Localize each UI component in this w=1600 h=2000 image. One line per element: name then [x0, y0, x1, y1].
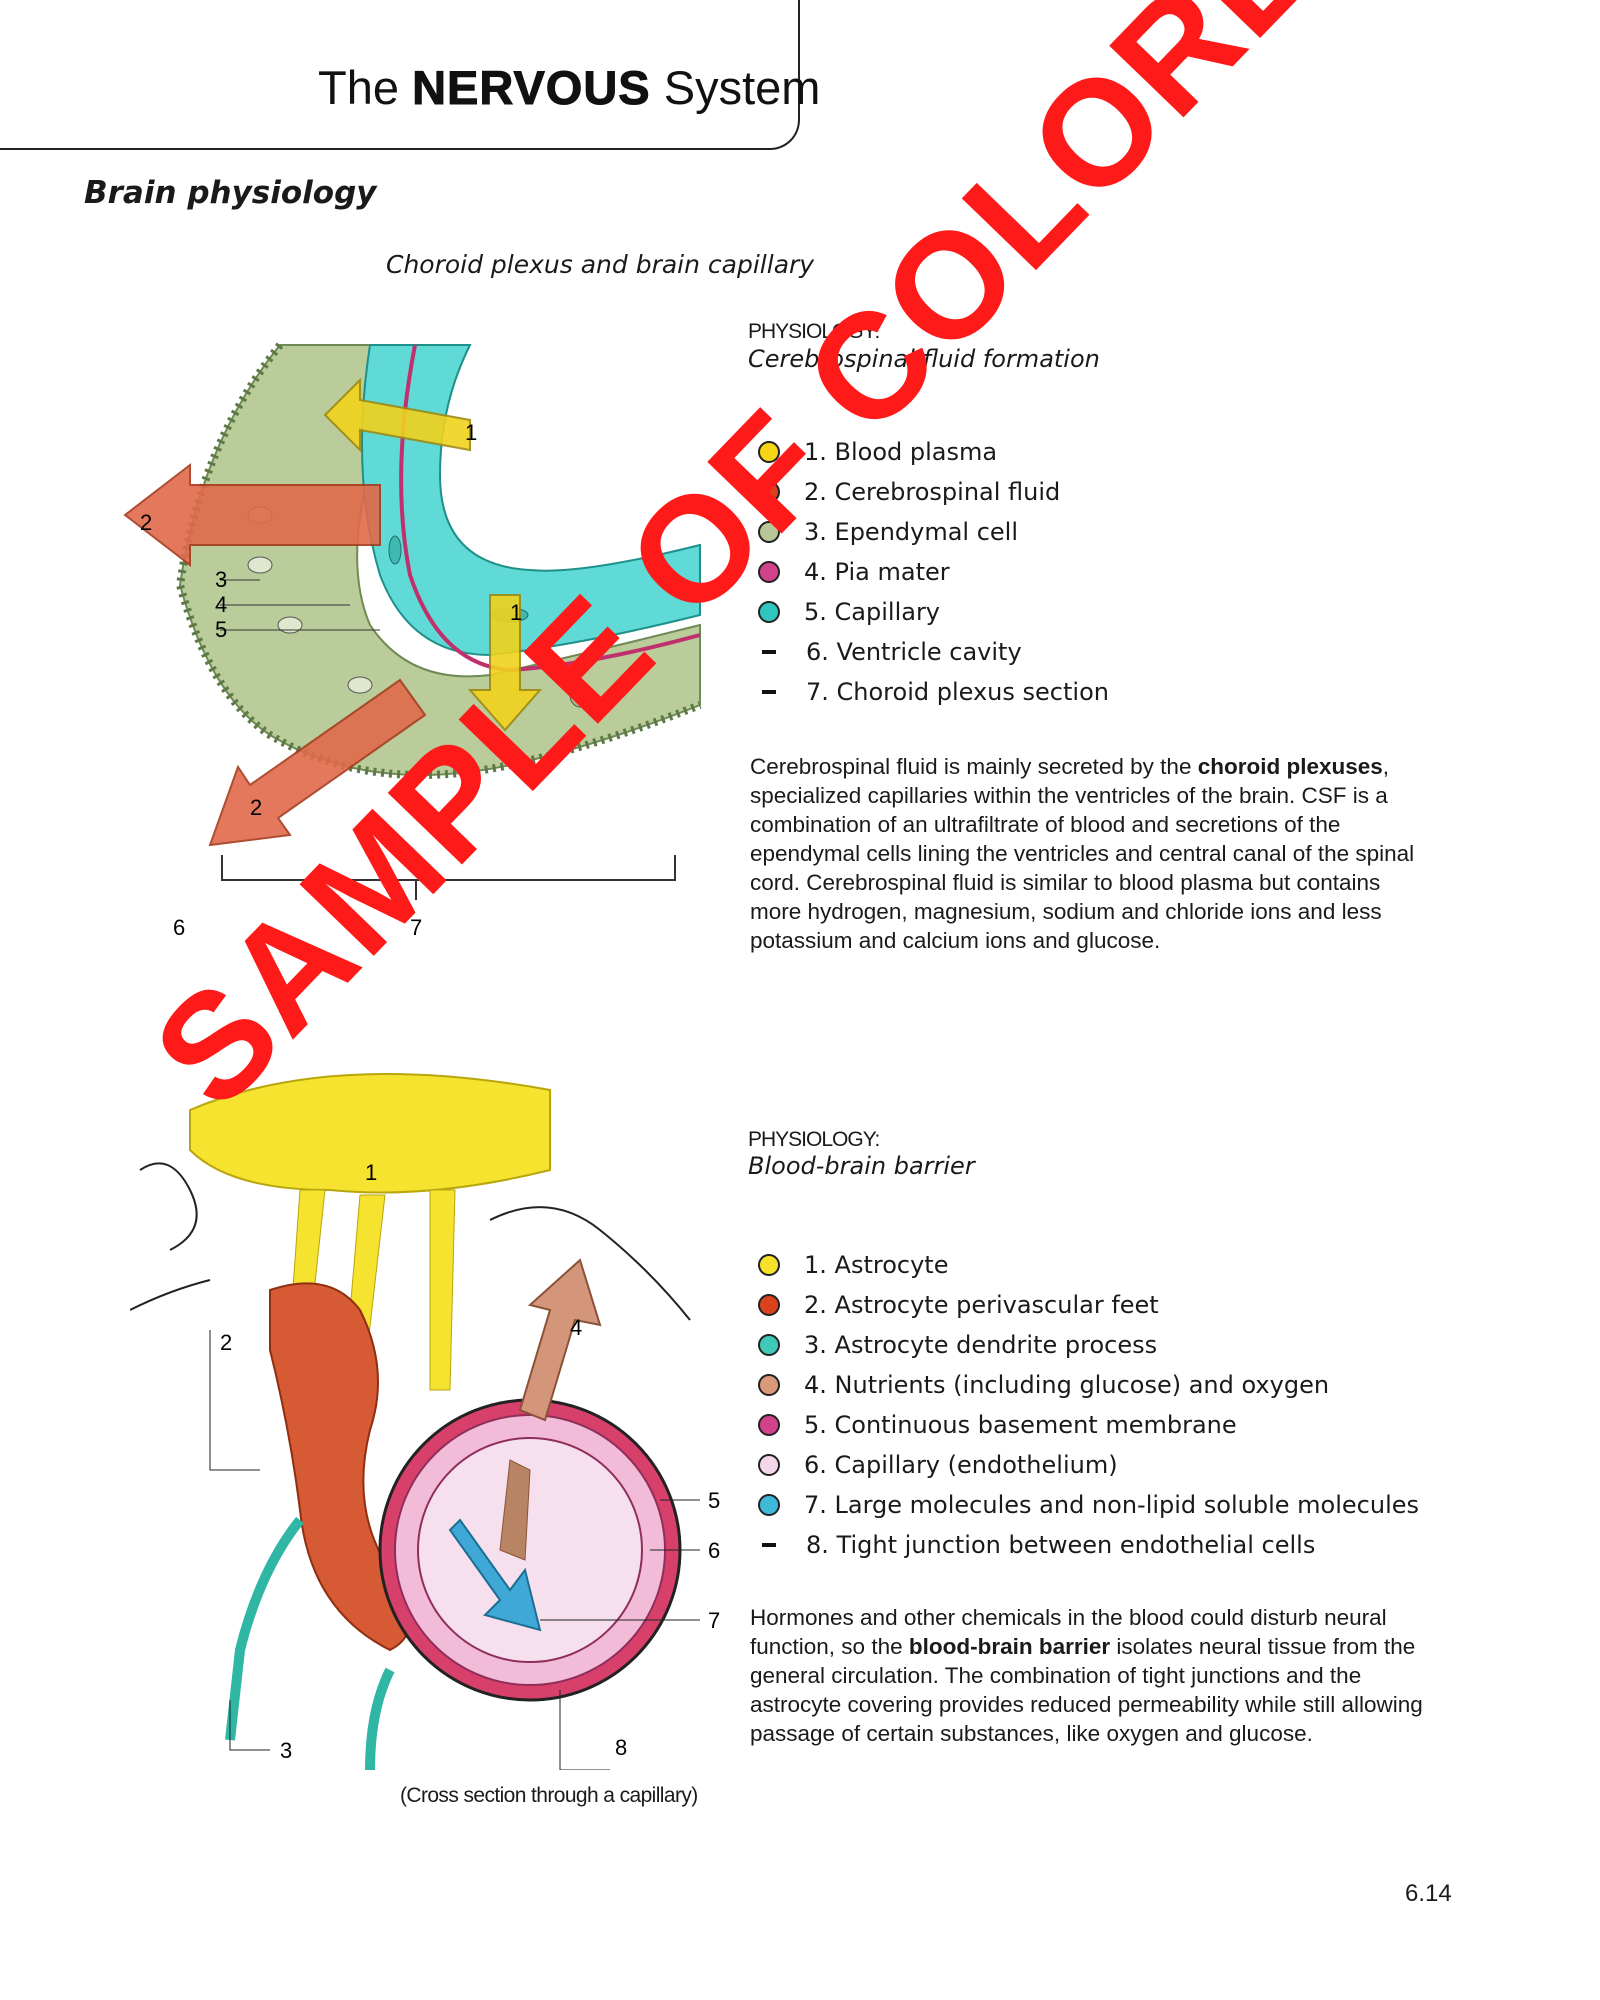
bbb-legend-item: 2. Astrocyte perivascular feet	[756, 1285, 1419, 1325]
color-swatch-icon	[758, 1454, 780, 1476]
dendrite-process	[225, 1516, 304, 1741]
physiology-title-1: Cerebrospinal fluid formation	[748, 345, 1100, 373]
nutrient-arrow	[518, 1258, 602, 1422]
legend-csf: 1. Blood plasma 2. Cerebrospinal fluid 3. …	[756, 432, 1109, 712]
bbb-legend-item: 7. Large molecules and non-lipid soluble…	[756, 1485, 1419, 1525]
csf-legend-item: 1. Blood plasma	[756, 432, 1109, 472]
bbb-label-7: 7	[708, 1608, 720, 1633]
color-swatch-icon	[758, 1254, 780, 1276]
blood-plasma-arrow-1	[323, 377, 471, 453]
label-3: 3	[215, 567, 227, 592]
bbb-legend-item: 4. Nutrients (including glucose) and oxy…	[756, 1365, 1419, 1405]
legend-label: 7. Large molecules and non-lipid soluble…	[804, 1491, 1419, 1519]
color-swatch-icon	[758, 601, 780, 623]
physiology-title-2: Blood-brain barrier	[748, 1152, 975, 1180]
header-tab	[0, 0, 800, 150]
label-1b: 1	[510, 600, 522, 625]
astrocyte-body	[189, 1073, 551, 1194]
bbb-label-2: 2	[220, 1330, 232, 1355]
blood-plasma-arrow-2	[467, 594, 543, 732]
bbb-legend-item: 3. Astrocyte dendrite process	[756, 1325, 1419, 1365]
color-swatch-icon	[758, 441, 780, 463]
figure2-caption: (Cross section through a capillary)	[400, 1784, 698, 1807]
figure1-caption: Choroid plexus and brain capillary	[386, 250, 815, 279]
pia-mater-line	[399, 344, 701, 673]
label-4: 4	[215, 592, 227, 617]
bbb-legend-item: 5. Continuous basement membrane	[756, 1405, 1419, 1445]
csf-arrow-2	[208, 678, 427, 847]
title-prefix: The	[318, 61, 399, 114]
color-swatch-icon	[758, 1494, 780, 1516]
label-5: 5	[215, 617, 227, 642]
title-suffix: System	[663, 61, 821, 114]
color-swatch-icon	[758, 1334, 780, 1356]
label-7: 7	[410, 915, 422, 935]
bbb-legend-item: 6. Capillary (endothelium)	[756, 1445, 1419, 1485]
legend-label: 2. Astrocyte perivascular feet	[804, 1291, 1159, 1319]
page-title: The NERVOUS System	[318, 60, 820, 115]
page-number: 6.14	[1405, 1880, 1452, 1907]
dash-icon	[762, 690, 776, 694]
bbb-label-4: 4	[570, 1315, 582, 1340]
legend-label: 6. Capillary (endothelium)	[804, 1451, 1118, 1479]
label-6: 6	[173, 915, 185, 935]
legend-label: 6. Ventricle cavity	[806, 638, 1022, 666]
legend-label: 7. Choroid plexus section	[806, 678, 1109, 706]
legend-label: 8. Tight junction between endothelial ce…	[806, 1531, 1316, 1559]
bbb-label-8: 8	[615, 1735, 627, 1760]
legend-label: 3. Astrocyte dendrite process	[804, 1331, 1158, 1359]
legend-label: 4. Nutrients (including glucose) and oxy…	[804, 1371, 1330, 1399]
legend-label: 2. Cerebrospinal fluid	[804, 478, 1061, 506]
color-swatch-icon	[758, 1374, 780, 1396]
title-emphasis: NERVOUS	[412, 61, 651, 115]
legend-label: 1. Astrocyte	[804, 1251, 949, 1279]
csf-legend-item: 4. Pia mater	[756, 552, 1109, 592]
color-swatch-icon	[758, 1414, 780, 1436]
label-2b: 2	[250, 795, 262, 820]
csf-paragraph: Cerebrospinal fluid is mainly secreted b…	[750, 754, 1415, 953]
bbb-paragraph: Hormones and other chemicals in the bloo…	[750, 1605, 1423, 1746]
csf-arrow-1	[123, 462, 381, 568]
bbb-label-3: 3	[280, 1738, 292, 1763]
legend-label: 1. Blood plasma	[804, 438, 998, 466]
color-swatch-icon	[758, 1294, 780, 1316]
choroid-plexus-illustration: 1 1 2 2 3 4 5 6 7	[123, 342, 702, 935]
large-molecules-arrow	[448, 1518, 542, 1632]
bbb-legend-item: 1. Astrocyte	[756, 1245, 1419, 1285]
csf-legend-item: 6. Ventricle cavity	[756, 632, 1109, 672]
physiology-label-2: PHYSIOLOGY:	[748, 1128, 880, 1151]
capillary-shape	[361, 344, 701, 657]
dash-icon	[762, 650, 776, 654]
legend-label: 3. Ependymal cell	[804, 518, 1019, 546]
csf-legend-item: 2. Cerebrospinal fluid	[756, 472, 1109, 512]
label-2a: 2	[140, 510, 152, 535]
bbb-label-1: 1	[365, 1160, 377, 1185]
bbb-legend-item: 8. Tight junction between endothelial ce…	[756, 1525, 1419, 1565]
label-1a: 1	[465, 420, 477, 445]
section-title: Brain physiology	[84, 175, 377, 211]
color-swatch-icon	[758, 521, 780, 543]
csf-legend-item: 3. Ependymal cell	[756, 512, 1109, 552]
legend-label: 4. Pia mater	[804, 558, 950, 586]
legend-bbb: 1. Astrocyte 2. Astrocyte perivascular fe…	[756, 1245, 1419, 1565]
csf-legend-item: 7. Choroid plexus section	[756, 672, 1109, 712]
bbb-label-6: 6	[708, 1538, 720, 1563]
physiology-label-1: PHYSIOLOGY:	[748, 320, 880, 343]
csf-legend-item: 5. Capillary	[756, 592, 1109, 632]
legend-label: 5. Capillary	[804, 598, 941, 626]
color-swatch-icon	[758, 481, 780, 503]
blood-brain-barrier-illustration: 1 2 3 4 5 6 7 8	[130, 1073, 720, 1770]
bbb-label-5: 5	[708, 1488, 720, 1513]
legend-label: 5. Continuous basement membrane	[804, 1411, 1237, 1439]
dash-icon	[762, 1543, 776, 1547]
color-swatch-icon	[758, 561, 780, 583]
